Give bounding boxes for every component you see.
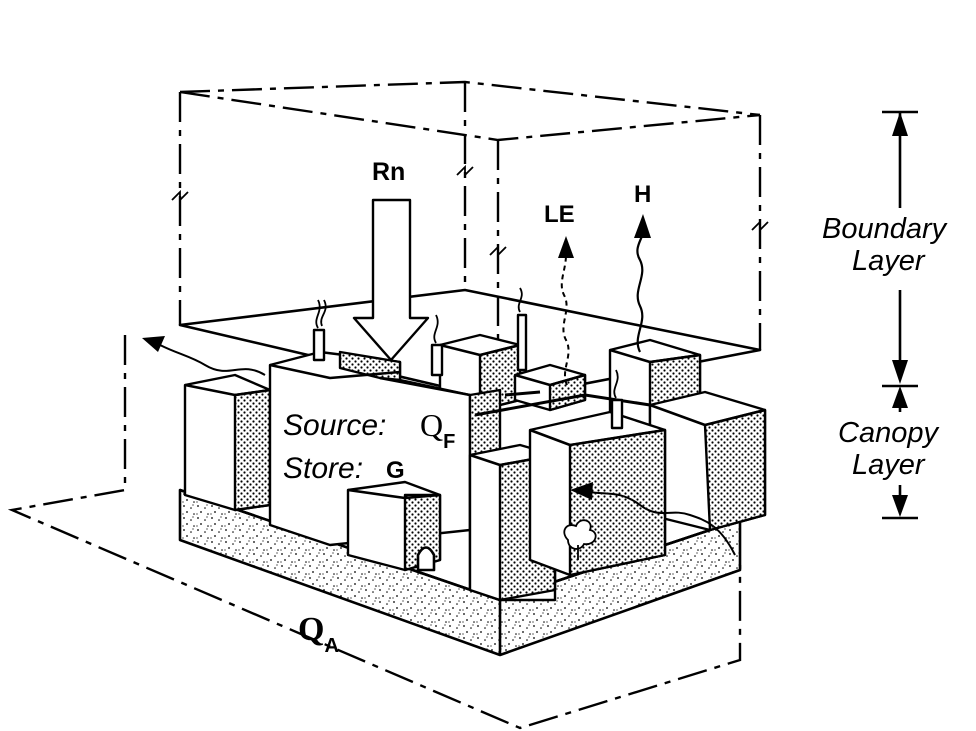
le-label: LE [544, 201, 575, 228]
h-arrow [634, 214, 651, 353]
layer-scale [882, 110, 918, 520]
rn-arrow [352, 198, 430, 362]
source-label: Source: [283, 409, 386, 442]
advection-arrows [142, 336, 736, 556]
h-label: H [634, 181, 651, 208]
buildings [183, 333, 767, 602]
canopy-layer-label-2: Layer [852, 449, 926, 481]
boundary-layer-label-1: Boundary [822, 213, 948, 245]
le-arrow [558, 236, 574, 386]
store-label: Store: [283, 452, 363, 485]
qa-symbol: QA [298, 611, 339, 657]
qf-symbol: QF [420, 407, 455, 453]
canopy-layer-label-1: Canopy [838, 417, 939, 449]
boundary-layer-box [171, 80, 769, 360]
chimneys [312, 287, 624, 430]
ground-control-volume [7, 335, 742, 730]
g-symbol: G [386, 457, 405, 484]
boundary-layer-label-2: Layer [852, 245, 926, 277]
rn-label: Rn [372, 158, 405, 186]
